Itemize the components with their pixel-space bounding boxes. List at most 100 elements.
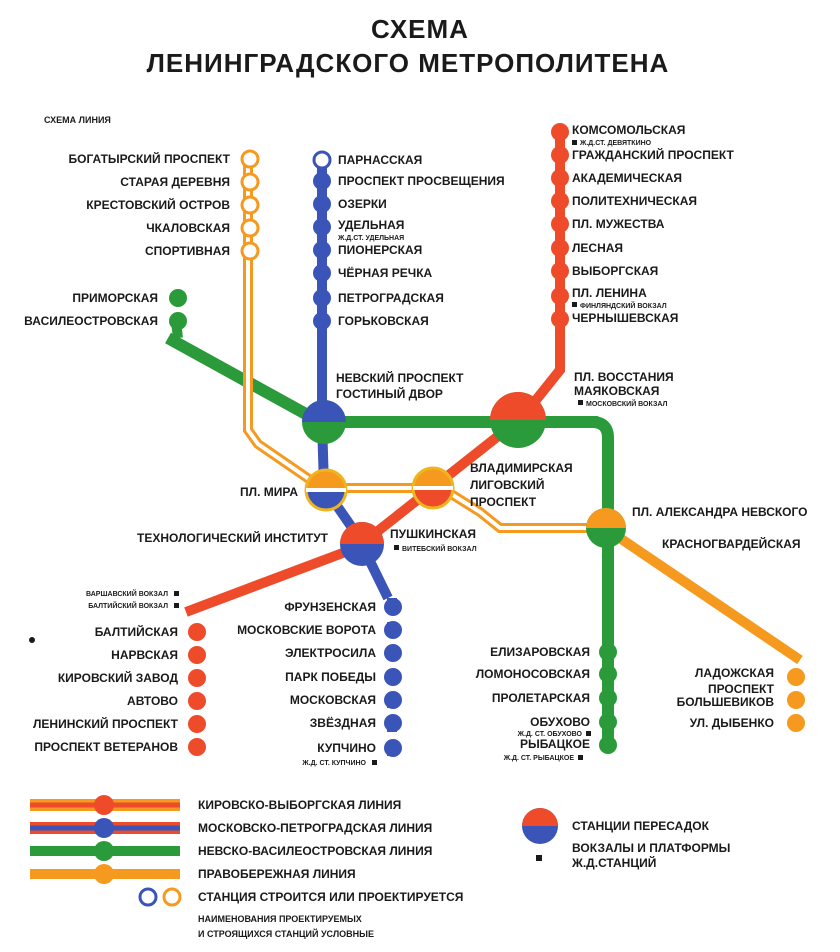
station-marker-moskovskaya[interactable] xyxy=(384,691,402,709)
station-marker-bogatyrsky[interactable] xyxy=(240,149,260,169)
label-grazhdansky: ГРАЖДАНСКИЙ ПРОСПЕКТ xyxy=(572,147,734,162)
station-marker-leninsky[interactable] xyxy=(188,715,206,733)
transfer-nevskogo[interactable] xyxy=(586,508,626,548)
station-marker-udelnaya[interactable] xyxy=(313,218,331,236)
legend-swatch-construction-blue xyxy=(138,887,158,907)
label-udelnaya-rail: Ж.Д.СТ. УДЕЛЬНАЯ xyxy=(337,235,404,242)
label-vosstaniya-2: МАЯКОВСКАЯ xyxy=(574,384,659,398)
station-marker-ozerki[interactable] xyxy=(313,195,331,213)
station-marker-primorskaya[interactable] xyxy=(169,289,187,307)
legend-swatch-transfer-half xyxy=(522,808,558,826)
station-marker-vyborgskaya[interactable] xyxy=(551,262,569,280)
station-marker-grazhdansky[interactable] xyxy=(551,146,569,164)
station-marker-zvezdnaya[interactable] xyxy=(384,714,402,732)
label-pushkinskaya-rail: ВИТЕБСКИЙ ВОКЗАЛ xyxy=(402,544,477,553)
transfer-half xyxy=(340,522,384,544)
label-staraya-derevnya: СТАРАЯ ДЕРЕВНЯ xyxy=(120,175,230,189)
rail-marker xyxy=(394,545,399,550)
legend-swatch-kirovsko-dot xyxy=(94,795,114,815)
rail-marker xyxy=(586,731,591,736)
station-marker-elizarovskaya[interactable] xyxy=(599,643,617,661)
station-marker-baltiyskaya[interactable] xyxy=(188,623,206,641)
green-south-stations xyxy=(599,643,617,754)
station-marker-rybatskoe[interactable] xyxy=(599,736,617,754)
label-sportivnaya: СПОРТИВНАЯ xyxy=(145,244,230,258)
station-marker-prosvescheniya[interactable] xyxy=(313,172,331,190)
station-marker-elektrosila[interactable] xyxy=(384,644,402,662)
label-vasileostrovskaya: ВАСИЛЕОСТРОВСКАЯ xyxy=(24,314,158,328)
station-marker-chkalovskaya[interactable] xyxy=(240,218,260,238)
station-marker-park-pobedy[interactable] xyxy=(384,668,402,686)
station-marker-dybenko[interactable] xyxy=(787,714,805,732)
label-rybatskoe-rail: Ж.Д. СТ. РЫБАЦКОЕ xyxy=(503,755,575,762)
label-politekhnicheskaya: ПОЛИТЕХНИЧЕСКАЯ xyxy=(572,194,697,208)
station-marker-proletarskaya[interactable] xyxy=(599,689,617,707)
station-marker-frunzenskaya[interactable] xyxy=(384,598,402,616)
station-marker-lesnaya[interactable] xyxy=(551,239,569,257)
station-marker-moskovskie-vorota[interactable] xyxy=(384,621,402,639)
label-leninsky: ЛЕНИНСКИЙ ПРОСПЕКТ xyxy=(33,716,179,731)
station-marker-obukhovo[interactable] xyxy=(599,713,617,731)
rail-marker xyxy=(578,755,583,760)
station-marker-chernaya-rechka[interactable] xyxy=(313,264,331,282)
label-chernaya-rechka: ЧЁРНАЯ РЕЧКА xyxy=(338,265,433,280)
transfer-vladimirskaya[interactable] xyxy=(411,466,455,510)
red-south-stations xyxy=(188,623,206,756)
label-elizarovskaya: ЕЛИЗАРОВСКАЯ xyxy=(490,645,590,659)
label-nevsky-2: ГОСТИНЫЙ ДВОР xyxy=(336,386,443,401)
transfer-half xyxy=(490,392,546,420)
label-lesnaya: ЛЕСНАЯ xyxy=(572,241,623,255)
label-lomonosovskaya: ЛОМОНОСОВСКАЯ xyxy=(476,667,590,681)
station-marker-bolshevikov[interactable] xyxy=(787,691,805,709)
green-line-segment xyxy=(591,416,614,745)
label-kirovsky-zavod: КИРОВСКИЙ ЗАВОД xyxy=(58,670,179,685)
station-marker-ladozhskaya[interactable] xyxy=(787,668,805,686)
station-marker-komsomolskaya[interactable] xyxy=(551,123,569,141)
label-zvezdnaya: ЗВЁЗДНАЯ xyxy=(310,715,376,730)
station-marker-pionerskaya[interactable] xyxy=(313,241,331,259)
legend-swatch-construction-orange xyxy=(162,887,182,907)
label-lenina-rail: ФИНЛЯНДСКИЙ ВОКЗАЛ xyxy=(580,301,667,310)
station-marker-sportivnaya[interactable] xyxy=(240,241,260,261)
station-marker-narvskaya[interactable] xyxy=(188,646,206,664)
label-parnasskaya: ПАРНАССКАЯ xyxy=(338,153,422,167)
station-marker-akademicheskaya[interactable] xyxy=(551,169,569,187)
label-vosstaniya-rail: МОСКОВСКИЙ ВОКЗАЛ xyxy=(586,399,668,408)
station-marker-muzhestva[interactable] xyxy=(551,215,569,233)
station-marker-veteranov[interactable] xyxy=(188,738,206,756)
label-komsomolskaya-rail: Ж.Д.СТ. ДЕВЯТКИНО xyxy=(579,140,652,147)
station-marker-lomonosovskaya[interactable] xyxy=(599,665,617,683)
legend-label-transfers: СТАНЦИИ ПЕРЕСАДОК xyxy=(572,819,710,833)
label-frunzenskaya: ФРУНЗЕНСКАЯ xyxy=(284,600,376,614)
station-marker-staraya-derevnya[interactable] xyxy=(240,172,260,192)
station-marker-kirovsky-zavod[interactable] xyxy=(188,669,206,687)
station-marker-parnasskaya[interactable] xyxy=(312,150,332,170)
station-marker-lenina[interactable] xyxy=(551,287,569,305)
transfer-half xyxy=(413,468,453,488)
label-vladimirskaya: ВЛАДИМИРСКАЯ xyxy=(470,461,573,475)
label-proletarskaya: ПРОЛЕТАРСКАЯ xyxy=(492,691,590,705)
transfer-mira[interactable] xyxy=(304,468,348,512)
station-marker-vasileostrovskaya[interactable] xyxy=(169,312,187,330)
label-udelnaya: УДЕЛЬНАЯ xyxy=(338,218,404,232)
orange-line-segment xyxy=(605,525,803,665)
station-marker-avtovo[interactable] xyxy=(188,692,206,710)
station-marker-krestovsky[interactable] xyxy=(240,195,260,215)
transfer-vosstaniya[interactable] xyxy=(490,392,546,448)
label-tekhnologichesky: ТЕХНОЛОГИЧЕСКИЙ ИНСТИТУТ xyxy=(137,530,329,545)
station-marker-chernyshevskaya[interactable] xyxy=(551,310,569,328)
station-marker-kupchino[interactable] xyxy=(384,739,402,757)
station-marker-gorkovskaya[interactable] xyxy=(313,312,331,330)
transfer-nevsky[interactable] xyxy=(302,400,346,444)
station-marker-petrogradskaya[interactable] xyxy=(313,289,331,307)
label-ozerki: ОЗЕРКИ xyxy=(338,197,387,211)
dot-marker xyxy=(29,637,35,643)
label-ligovsky-2: ПРОСПЕКТ xyxy=(470,495,537,509)
legend-swatch-rail xyxy=(536,855,542,861)
transfer-tekhnologichesky[interactable] xyxy=(340,522,384,566)
label-primorskaya: ПРИМОРСКАЯ xyxy=(72,291,158,305)
station-marker-politekhnicheskaya[interactable] xyxy=(551,192,569,210)
scheme-label: СХЕМА ЛИНИЯ xyxy=(44,115,111,125)
title-line-1: СХЕМА xyxy=(371,14,469,44)
